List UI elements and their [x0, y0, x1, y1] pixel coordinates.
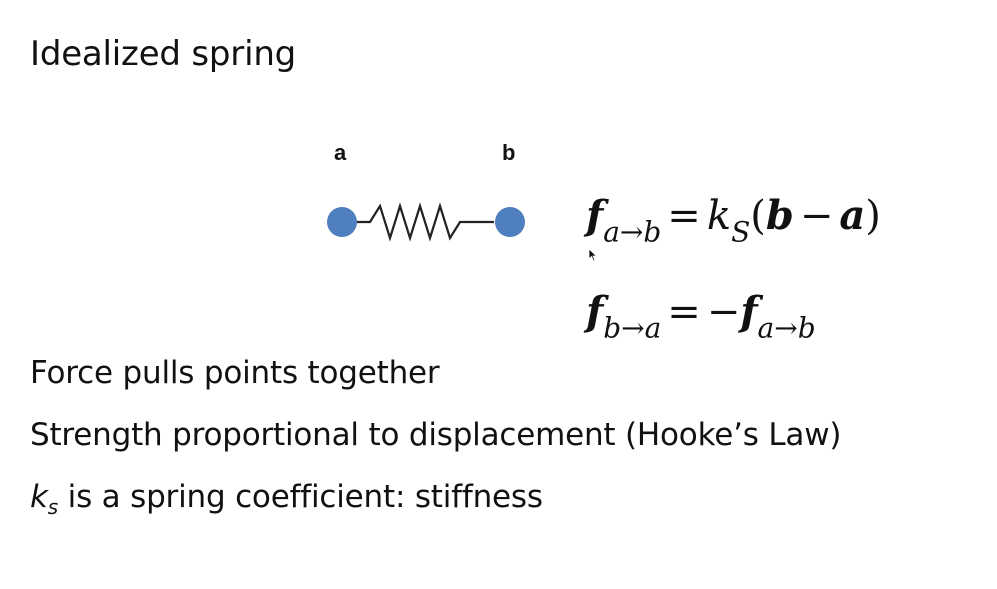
equals-sign: = — [667, 289, 701, 335]
spring-constant-symbol: k — [706, 193, 732, 239]
bullet-text: is a spring coefficient: stiffness — [58, 479, 543, 515]
force-symbol: f — [586, 192, 604, 239]
negation-sign: − — [706, 289, 741, 335]
equals-sign: = — [667, 193, 701, 239]
slide-title: Idealized spring — [30, 34, 297, 74]
point-b-label: b — [502, 140, 516, 165]
equation-force-b-to-a: fb→a=−fa→b — [586, 292, 816, 343]
spring-constant-symbol: ks — [30, 479, 58, 520]
bullet-item: ks is a spring coefficient: stiffness — [30, 474, 841, 536]
spring-diagram — [327, 202, 525, 242]
spring-constant-subscript: s — [47, 495, 58, 520]
minus-sign: − — [799, 193, 834, 239]
point-a — [327, 207, 357, 237]
spring-constant-subscript: S — [731, 215, 751, 249]
spring-coil — [342, 202, 494, 242]
close-paren: ) — [865, 193, 881, 239]
force-symbol: f — [740, 288, 758, 335]
force-subscript: a→b — [603, 215, 662, 249]
point-b — [495, 207, 525, 237]
bullet-item: Force pulls points together — [30, 355, 440, 391]
open-paren: ( — [750, 193, 766, 239]
point-a-label: a — [334, 140, 347, 165]
force-subscript: a→b — [757, 311, 816, 345]
bullet-list: Force pulls points together Strength pro… — [30, 350, 841, 536]
bullet-item: Strength proportional to displacement (H… — [30, 417, 842, 453]
force-subscript: b→a — [603, 311, 662, 345]
vector-a: a — [839, 192, 866, 239]
mouse-cursor-icon — [588, 248, 598, 262]
vector-b: b — [765, 192, 794, 239]
force-symbol: f — [586, 288, 604, 335]
equation-force-a-to-b: fa→b=kS(b−a) — [586, 196, 881, 247]
